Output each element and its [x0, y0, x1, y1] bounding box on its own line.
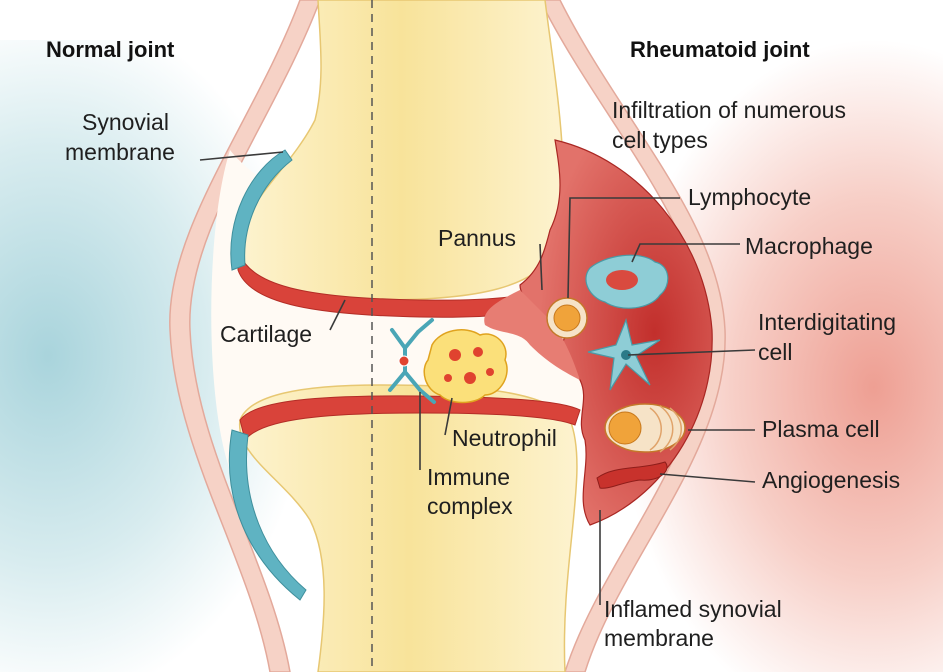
label-synovial-membrane-line2: membrane: [65, 139, 175, 165]
label-pannus: Pannus: [438, 225, 516, 251]
lymphocyte-cell: [547, 298, 587, 338]
header-normal-joint: Normal joint: [46, 37, 175, 62]
label-immune-complex-line2: complex: [427, 493, 513, 519]
label-lymphocyte: Lymphocyte: [688, 184, 811, 210]
label-plasma-cell: Plasma cell: [762, 416, 880, 442]
label-inflamed-synovial-line1: Inflamed synovial: [604, 596, 782, 622]
label-neutrophil: Neutrophil: [452, 425, 557, 451]
label-cartilage: Cartilage: [220, 321, 312, 347]
neutrophil-cell: [424, 330, 507, 403]
header-rheumatoid-joint: Rheumatoid joint: [630, 37, 810, 62]
label-macrophage: Macrophage: [745, 233, 873, 259]
label-synovial-membrane-line1: Synovial: [82, 109, 169, 135]
label-interdigitating-line2: cell: [758, 339, 793, 365]
label-inflamed-synovial-line2: membrane: [604, 625, 714, 651]
label-infiltration-line2: cell types: [612, 127, 708, 153]
label-angiogenesis: Angiogenesis: [762, 467, 900, 493]
label-interdigitating-line1: Interdigitating: [758, 309, 896, 335]
label-infiltration-line1: Infiltration of numerous: [612, 97, 846, 123]
label-immune-complex-line1: Immune: [427, 464, 510, 490]
plasma-cell: [605, 404, 685, 452]
